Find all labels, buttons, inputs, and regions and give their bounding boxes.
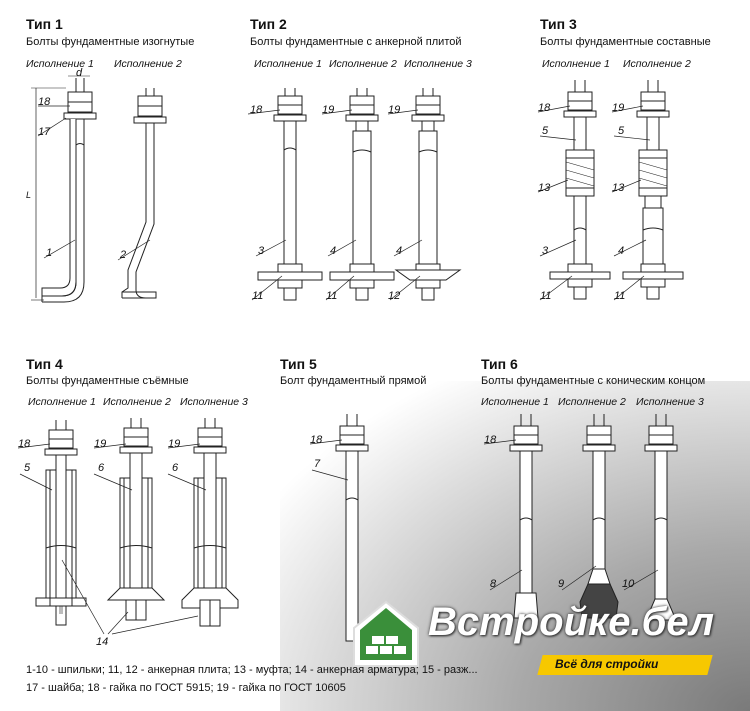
- type5-title: Тип 5: [280, 356, 317, 372]
- type2-variant1: Исполнение 1: [254, 58, 322, 70]
- type3-v2-bolt: [622, 80, 684, 300]
- part-number: 17: [38, 126, 51, 138]
- type1-subtitle: Болты фундаментные изогнутые: [26, 36, 195, 48]
- part-number: 10: [622, 578, 635, 590]
- part-number: 19: [388, 104, 401, 116]
- part-number: 13: [612, 182, 625, 194]
- part-number: 19: [322, 104, 335, 116]
- type6-variant3: Исполнение 3: [636, 396, 704, 408]
- type5-subtitle: Болт фундаментный прямой: [280, 375, 427, 387]
- type2-subtitle: Болты фундаментные с анкерной плитой: [250, 36, 462, 48]
- type6-v1-bolt: [509, 414, 543, 619]
- type3-v1-bolt: [549, 80, 611, 300]
- part-number: 4: [396, 245, 403, 257]
- part-number: 18: [38, 96, 51, 108]
- part-number: 19: [612, 102, 625, 114]
- logo-slogan: Всё для стройки: [555, 657, 659, 671]
- part-number: 5: [542, 125, 549, 137]
- part-number: 19: [94, 438, 107, 450]
- type6-variant2: Исполнение 2: [558, 396, 626, 408]
- type3-variant2: Исполнение 2: [623, 58, 691, 70]
- part-number: 11: [540, 290, 552, 302]
- type4-v2-bolt: [106, 418, 166, 621]
- type6-variant1: Исполнение 1: [481, 396, 549, 408]
- part-number: 12: [388, 290, 401, 302]
- part-number: 11: [252, 290, 264, 302]
- part-number: 3: [542, 245, 549, 257]
- type2-variant3: Исполнение 3: [404, 58, 472, 70]
- type6-v2-bolt: [579, 414, 619, 619]
- house-logo-icon: [353, 600, 419, 667]
- type6-v3-bolt: [644, 414, 678, 621]
- part-number: 18: [538, 102, 551, 114]
- type3-title: Тип 3: [540, 16, 577, 32]
- type1-title: Тип 1: [26, 16, 63, 32]
- part-number: 18: [18, 438, 31, 450]
- part-number: 19: [168, 438, 181, 450]
- site-logo: Встройке.бел Всё для стройки: [350, 598, 720, 678]
- part-number: 11: [326, 290, 338, 302]
- type4-v3-bolt: [181, 418, 239, 627]
- dim-L-label: L: [26, 190, 32, 200]
- legend-line-2: 17 - шайба; 18 - гайка по ГОСТ 5915; 19 …: [26, 682, 346, 694]
- part-number: 9: [558, 578, 565, 590]
- type2-v1-bolt: [257, 88, 323, 301]
- type4-title: Тип 4: [26, 356, 63, 372]
- type6-title: Тип 6: [481, 356, 518, 372]
- type6-subtitle: Болты фундаментные с коническим концом: [481, 375, 706, 387]
- part-number: 14: [96, 636, 109, 648]
- type1-variant1: Исполнение 1: [26, 58, 94, 70]
- type4-variant2: Исполнение 2: [103, 396, 171, 408]
- part-number: 5: [618, 125, 625, 137]
- type4-variant1: Исполнение 1: [28, 396, 96, 408]
- type4-subtitle: Болты фундаментные съёмные: [26, 375, 189, 387]
- logo-name: Встройке.бел: [428, 600, 715, 644]
- type4-variant3: Исполнение 3: [180, 396, 248, 408]
- part-number: 18: [310, 434, 323, 446]
- part-number: 18: [484, 434, 497, 446]
- part-number: 11: [614, 290, 626, 302]
- part-number: 1: [46, 247, 53, 259]
- part-number: 7: [314, 458, 321, 470]
- type3-variant1: Исполнение 1: [542, 58, 610, 70]
- part-number: 3: [258, 245, 265, 257]
- type2-variant2: Исполнение 2: [329, 58, 397, 70]
- type1-v2-bolt: [121, 88, 167, 299]
- leader-lines: [17, 105, 659, 591]
- type2-v3-bolt: [394, 88, 462, 301]
- part-number: 6: [98, 462, 105, 474]
- part-number: 6: [172, 462, 179, 474]
- dim-d-label: d: [76, 67, 83, 79]
- type4-anchor-leaders: [61, 559, 199, 635]
- part-number: 5: [24, 462, 31, 474]
- type1-variant2: Исполнение 2: [114, 58, 182, 70]
- part-number: 8: [490, 578, 497, 590]
- type5-bolt: [335, 414, 369, 642]
- part-number: 13: [538, 182, 551, 194]
- type1-v1-bolt: [31, 75, 97, 303]
- type2-title: Тип 2: [250, 16, 287, 32]
- part-number: 4: [330, 245, 337, 257]
- part-number: 2: [120, 249, 127, 261]
- type4-v1-bolt: [35, 420, 87, 626]
- type3-subtitle: Болты фундаментные составные: [540, 36, 711, 48]
- part-number: 4: [618, 245, 625, 257]
- type2-v2-bolt: [329, 88, 395, 301]
- part-number: 18: [250, 104, 263, 116]
